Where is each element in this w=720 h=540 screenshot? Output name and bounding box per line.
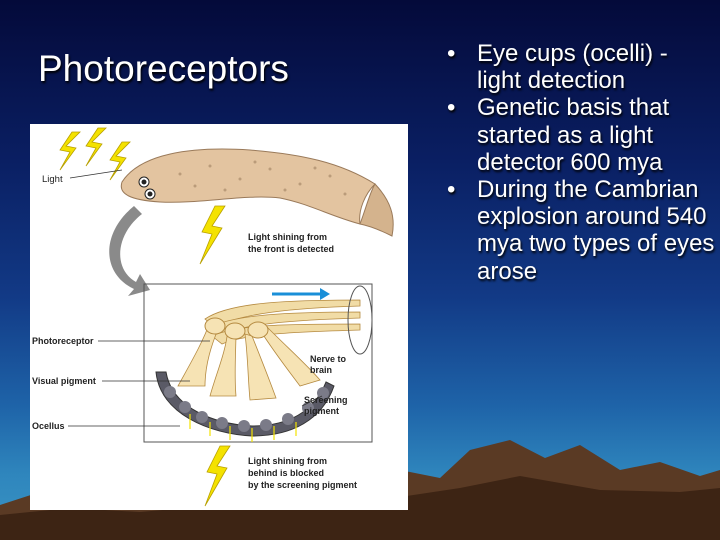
bullet-item: • Genetic basis that started as a light … xyxy=(445,94,715,176)
label-photoreceptor: Photoreceptor xyxy=(32,336,94,346)
label-screening-1: Screening xyxy=(304,395,348,405)
label-front-2: the front is detected xyxy=(248,244,334,254)
label-ocellus: Ocellus xyxy=(32,421,65,431)
bullet-text: Genetic basis that started as a light de… xyxy=(477,94,669,175)
bullet-text: Eye cups (ocelli) - light detection xyxy=(477,40,668,94)
label-visual-pigment: Visual pigment xyxy=(32,376,96,386)
flatworm-body xyxy=(121,149,375,224)
bullet-item: • During the Cambrian explosion around 5… xyxy=(445,176,715,285)
bullet-icon: • xyxy=(447,176,455,203)
label-behind-1: Light shining from xyxy=(248,456,327,466)
bullet-item: • Eye cups (ocelli) - light detection xyxy=(445,40,715,94)
lightning-bolt-icons xyxy=(60,128,130,180)
bullet-icon: • xyxy=(447,94,455,121)
bullet-list: • Eye cups (ocelli) - light detection • … xyxy=(445,40,715,285)
flatworm-ocellus-diagram: Light Light shining from xyxy=(30,124,408,510)
front-lightning-icon xyxy=(200,206,225,264)
behind-lightning-icon xyxy=(205,446,230,506)
label-nerve-1: Nerve to xyxy=(310,354,347,364)
bullet-icon: • xyxy=(447,40,455,67)
zoom-arrow xyxy=(109,206,150,296)
label-behind-2: behind is blocked xyxy=(248,468,324,478)
slide-title: Photoreceptors xyxy=(38,48,289,90)
label-screening-2: pigment xyxy=(304,406,339,416)
bullet-text: During the Cambrian explosion around 540… xyxy=(477,176,714,285)
label-nerve-2: brain xyxy=(310,365,332,375)
label-light: Light xyxy=(42,174,63,185)
label-behind-3: by the screening pigment xyxy=(248,480,357,490)
label-front-1: Light shining from xyxy=(248,232,327,242)
